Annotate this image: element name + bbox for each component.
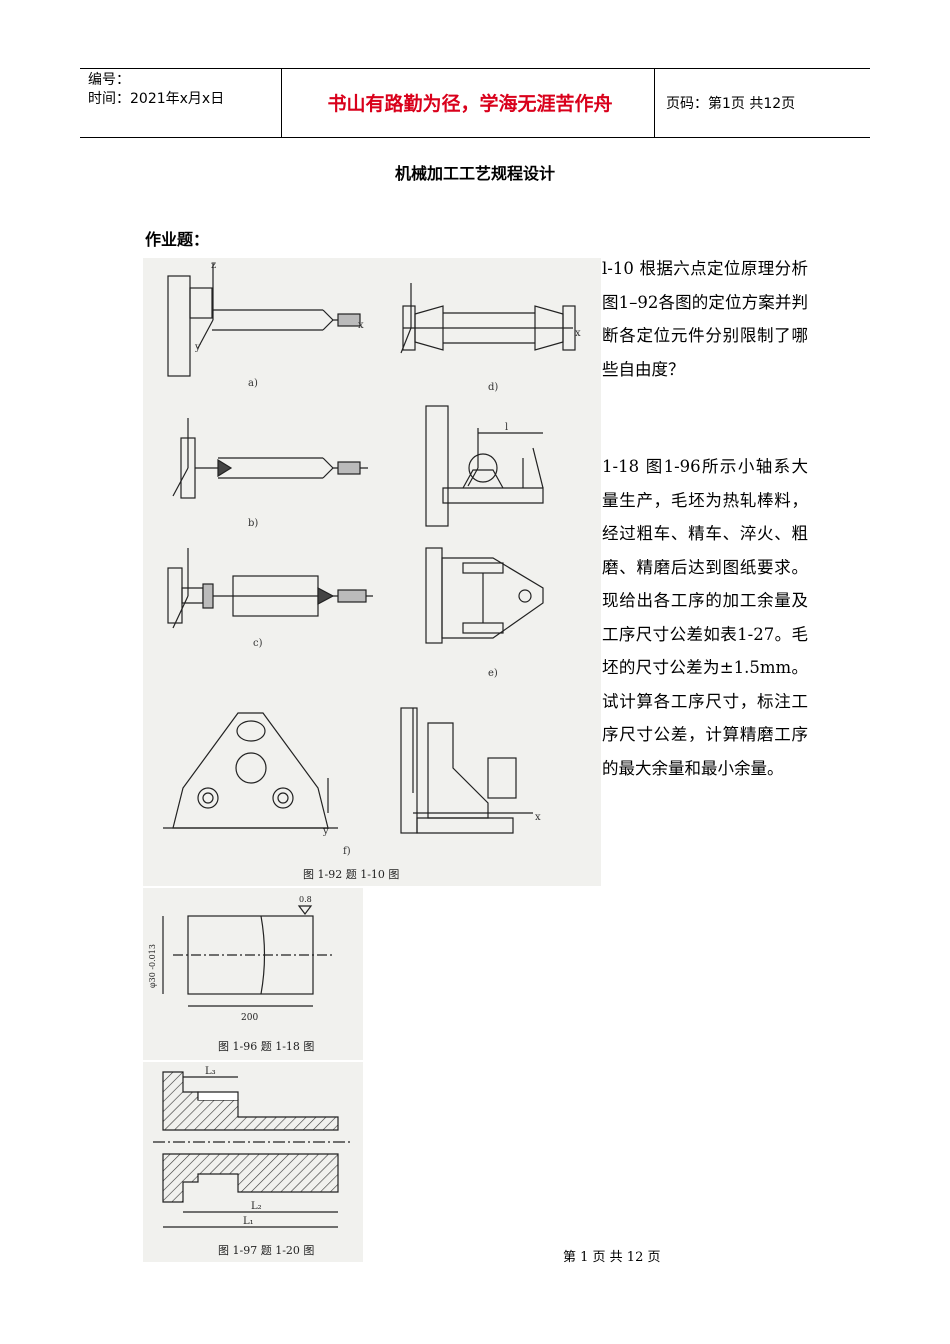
fig96-rough: 0.8 xyxy=(299,895,312,904)
figure-1-97: L₃ L₂ L₁ 图 1-97 题 1-20 图 xyxy=(143,1062,363,1262)
figure-1-92-drawing: a) d) b) c) e) f) z x y x l y x 图 1-92 题… xyxy=(163,260,581,881)
fig92-axis-x-d: x xyxy=(575,328,581,339)
fig92-label-f: f) xyxy=(343,846,351,857)
question-1-18: 1-18 图1-96所示小轴系大量生产，毛坯为热轧棒料，经过粗车、精车、淬火、粗… xyxy=(602,457,808,778)
fig92-caption: 图 1-92 题 1-10 图 xyxy=(303,868,399,881)
header-divider xyxy=(281,69,282,137)
fig92-axis-z: z xyxy=(211,260,216,271)
fig97-L3: L₃ xyxy=(205,1066,216,1077)
fig92-label-c: c) xyxy=(253,638,263,649)
fig92-label-b: b) xyxy=(248,518,258,529)
time-label: 时间：2021年x月x日 xyxy=(88,91,225,107)
fig92-axis-x-f: x xyxy=(535,812,541,823)
fig92-label-a: a) xyxy=(248,378,258,389)
header-page-info: 页码：第1页 共12页 xyxy=(666,96,796,112)
figure-1-96-drawing: φ30 -0.013 200 0.8 图 1-96 题 1-18 图 xyxy=(148,895,333,1053)
fig92-axis-y-f: y xyxy=(322,826,329,837)
fig96-caption: 图 1-96 题 1-18 图 xyxy=(218,1040,314,1053)
question-1-10: l-10 根据六点定位原理分析图1–92各图的定位方案并判断各定位元件分别限制了… xyxy=(602,259,808,379)
fig92-axis-y: y xyxy=(194,342,201,353)
header-table: 编号： 时间：2021年x月x日 书山有路勤为径，学海无涯苦作舟 页码：第1页 … xyxy=(80,68,870,138)
fig97-caption: 图 1-97 题 1-20 图 xyxy=(218,1244,314,1257)
fig96-dia: φ30 -0.013 xyxy=(148,944,157,988)
figure-1-96: φ30 -0.013 200 0.8 图 1-96 题 1-18 图 xyxy=(143,888,363,1060)
fig92-label-d: d) xyxy=(488,382,498,393)
number-label: 编号： xyxy=(88,72,130,88)
header-divider xyxy=(654,69,655,137)
fig92-label-e: e) xyxy=(488,668,498,679)
fig92-axis-x: x xyxy=(358,320,364,331)
homework-label: 作业题： xyxy=(145,230,210,249)
document-title: 机械加工工艺规程设计 xyxy=(394,164,555,183)
figure-1-97-drawing: L₃ L₂ L₁ 图 1-97 题 1-20 图 xyxy=(153,1066,353,1257)
fig97-L1: L₁ xyxy=(243,1216,254,1227)
figure-1-92: a) d) b) c) e) f) z x y x l y x 图 1-92 题… xyxy=(143,258,601,886)
header-meta: 编号： 时间：2021年x月x日 xyxy=(88,71,224,109)
fig92-axis-l: l xyxy=(505,422,508,433)
header-motto: 书山有路勤为径，学海无涯苦作舟 xyxy=(327,93,613,115)
fig97-L2: L₂ xyxy=(251,1201,262,1212)
page-footer: 第 1 页 共 12 页 xyxy=(563,1250,661,1265)
fig96-length: 200 xyxy=(241,1013,258,1023)
